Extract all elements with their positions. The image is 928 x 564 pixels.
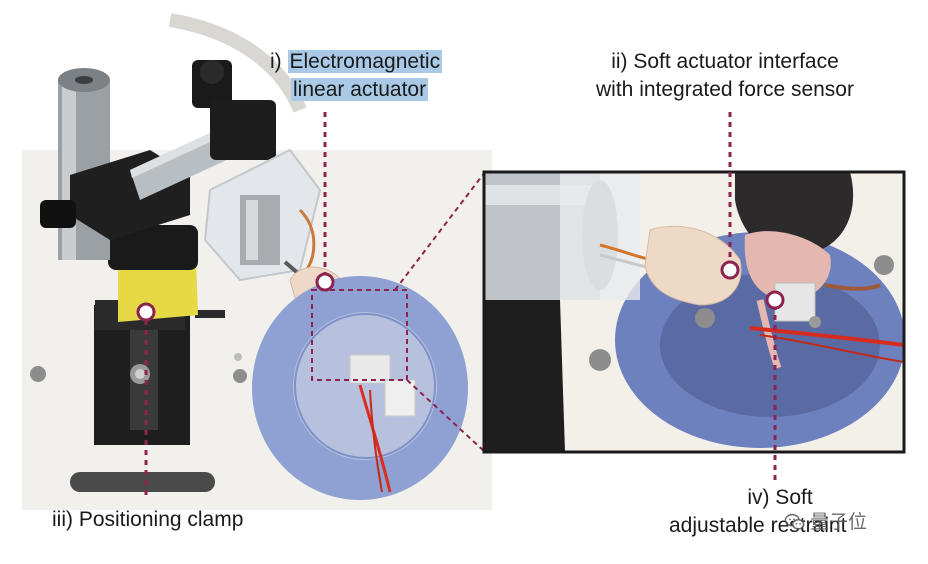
label-interface-line1: ii) Soft actuator interface bbox=[611, 50, 839, 73]
label-actuator-highlight-1: Electromagnetic bbox=[287, 50, 443, 73]
callout-marker-restraint bbox=[765, 290, 785, 310]
label-clamp: iii) Positioning clamp bbox=[52, 508, 244, 531]
inset-border bbox=[482, 170, 906, 454]
label-actuator-line1: i) Electromagnetic bbox=[270, 50, 443, 74]
callout-markers bbox=[136, 260, 785, 322]
callout-marker-interface bbox=[720, 260, 740, 280]
watermark: 量子位 bbox=[784, 509, 867, 535]
zoom-connector-top bbox=[394, 171, 486, 291]
blue-platform bbox=[252, 276, 468, 500]
table-bolts bbox=[30, 353, 247, 383]
label-actuator-prefix: i) bbox=[270, 50, 288, 73]
electromagnetic-actuator bbox=[203, 148, 322, 282]
watermark-text: 量子位 bbox=[810, 511, 868, 533]
callout-marker-actuator bbox=[315, 272, 335, 292]
leader-lines bbox=[144, 112, 777, 496]
label-restraint-line1: iv) Soft bbox=[747, 486, 813, 509]
label-interface-line2: with integrated force sensor bbox=[596, 78, 854, 101]
table-slot bbox=[70, 472, 215, 492]
callout-marker-clamp bbox=[136, 302, 156, 322]
inset-photo bbox=[484, 172, 905, 452]
label-restraint-line2: adjustable restraint bbox=[669, 514, 847, 537]
positioning-clamp bbox=[40, 60, 276, 445]
label-actuator-line2: linear actuator bbox=[291, 78, 429, 102]
zoom-region-box bbox=[311, 289, 408, 381]
label-actuator-highlight-2: linear actuator bbox=[291, 78, 429, 101]
wechat-icon bbox=[784, 513, 805, 530]
